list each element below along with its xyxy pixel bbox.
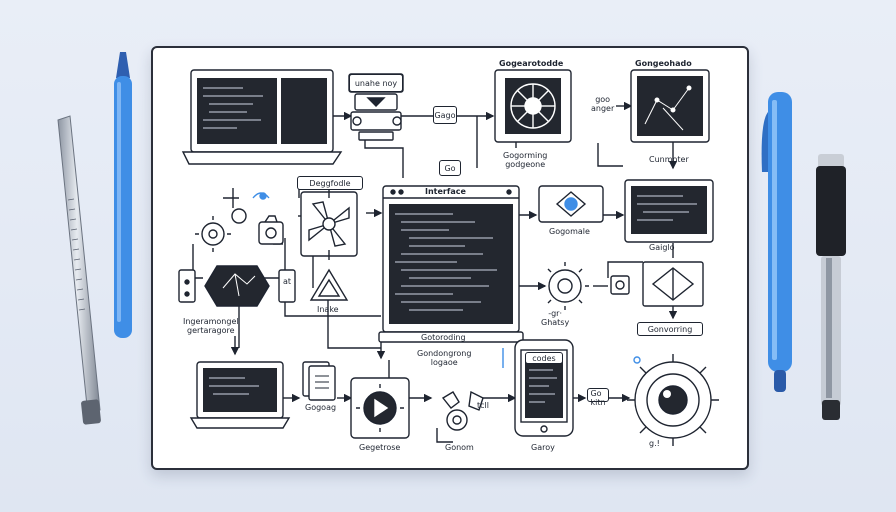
label-gonvorring: Gonvorring — [637, 322, 703, 336]
laptop-icon — [181, 69, 343, 165]
large-gear-icon — [627, 354, 719, 446]
label-small-g: g.! — [649, 439, 660, 448]
label-at: at — [283, 277, 292, 286]
label-gonom: Gonom — [445, 443, 474, 452]
black-pen-icon — [816, 154, 846, 420]
recycle-icon — [309, 268, 349, 301]
label-unahe-noy: unahe noy — [349, 74, 403, 92]
graph-screen-icon — [630, 69, 710, 143]
bottom-laptop-icon — [189, 361, 291, 429]
label-tcll: tcll — [477, 401, 489, 410]
go-node[interactable]: Go — [439, 160, 461, 176]
gago-node[interactable]: Gago — [433, 106, 457, 124]
fan-icon — [300, 188, 358, 260]
label-gogoag: Gogoag — [305, 403, 337, 412]
label-gogorming: Gogorming godgeone — [503, 151, 548, 169]
blue-pen-icon — [761, 92, 792, 392]
code-screen-icon — [624, 179, 714, 243]
diagram-board: unahe noy Gago Go Gogearotodde Gongeohad… — [151, 46, 749, 470]
label-goo-anger: goo anger — [591, 95, 615, 113]
gears-icon — [195, 192, 284, 252]
interface-window-icon — [378, 185, 524, 343]
connector-lines — [192, 101, 678, 443]
silver-pen-icon — [57, 115, 101, 425]
puzzle-gear-icon — [441, 390, 484, 431]
label-codes: codes — [525, 352, 563, 364]
label-gogearotodde: Gogearotodde — [499, 59, 564, 68]
label-inake: Inake — [317, 305, 339, 314]
label-gegetrose: Gegetrose — [359, 443, 401, 452]
label-gongeohado: Gongeohado — [635, 59, 692, 68]
label-gotoroding: Gotoroding — [421, 333, 466, 342]
blue-marker-icon — [114, 52, 132, 338]
diagram-canvas — [178, 69, 719, 446]
label-interface: Interface — [425, 187, 466, 196]
label-garoy: Garoy — [531, 443, 555, 452]
label-gondongrong: Gondongrong logaoe — [417, 349, 472, 367]
hexagon-network-icon — [178, 265, 296, 307]
gear-wheel-icon — [494, 69, 572, 143]
label-ingeramongel: Ingeramongel gertaragore — [183, 317, 239, 335]
label-gaiglo: Gaiglo — [649, 243, 675, 252]
label-ghatsy: -gr· Ghatsy — [541, 309, 570, 327]
play-gear-box-icon — [350, 377, 410, 439]
go-kitn-node[interactable]: Go kitn — [587, 388, 609, 407]
documents-icon — [302, 361, 336, 401]
label-gogomale: Gogomale — [549, 227, 590, 236]
blue-node-icon — [538, 185, 604, 223]
gear-icon — [541, 262, 630, 310]
label-deggfodle: Deggfodle — [297, 176, 363, 190]
label-cunmoter: Cunmoter — [649, 155, 689, 164]
cube-icon — [642, 261, 704, 307]
